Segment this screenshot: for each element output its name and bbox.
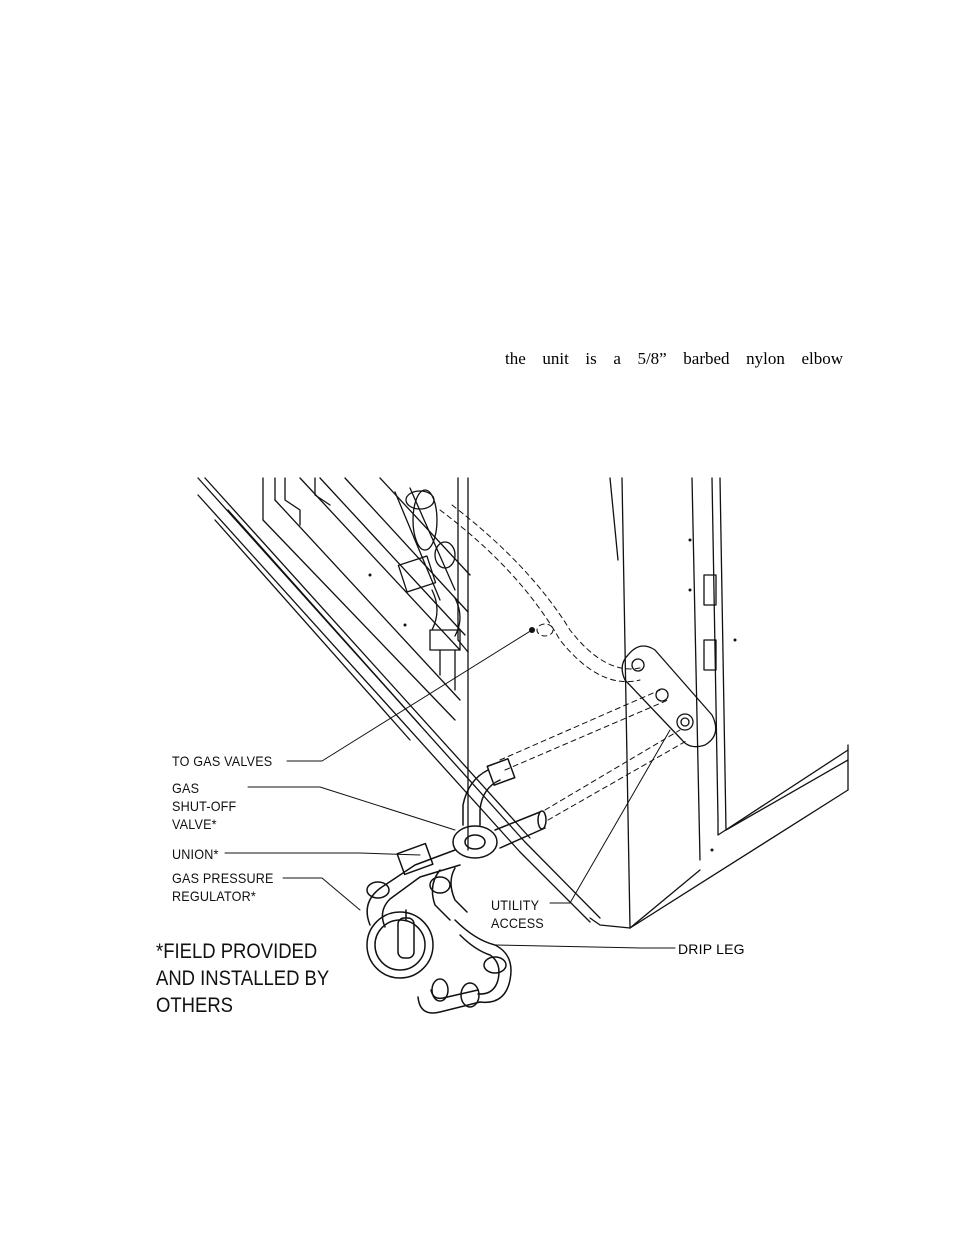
note-line-2: AND INSTALLED BY	[156, 967, 330, 990]
unit-right-panel	[629, 477, 849, 929]
utility-access-plate	[621, 645, 717, 748]
internal-gas-pipe	[394, 487, 461, 637]
body-text-line: the unit is a 5/8” barbed nylon elbow	[505, 349, 843, 368]
label-drip-leg: DRIP LEG	[678, 941, 745, 957]
label-to-gas-valves: TO GAS VALVES	[172, 753, 273, 769]
field-provided-note: *FIELD PROVIDED AND INSTALLED BY OTHERS	[156, 938, 329, 1019]
label-gas-shutoff-1: GAS	[172, 780, 200, 796]
external-piping	[366, 758, 547, 1014]
label-regulator-1: GAS PRESSURE	[172, 870, 274, 886]
note-line-1: *FIELD PROVIDED	[156, 940, 318, 963]
label-gas-shutoff-3: VALVE*	[172, 816, 217, 832]
hidden-pipe-paths	[439, 504, 689, 821]
leader-lines	[224, 629, 676, 949]
note-line-3: OTHERS	[156, 994, 234, 1017]
label-utility-2: ACCESS	[491, 915, 544, 931]
label-union: UNION*	[172, 846, 219, 862]
label-utility-1: UTILITY	[491, 897, 540, 913]
unit-left-panel	[197, 477, 601, 923]
burner-compartment	[262, 477, 471, 851]
label-regulator-2: REGULATOR*	[172, 888, 256, 904]
label-gas-shutoff-2: SHUT-OFF	[172, 798, 237, 814]
unit-center-edge	[589, 477, 701, 929]
